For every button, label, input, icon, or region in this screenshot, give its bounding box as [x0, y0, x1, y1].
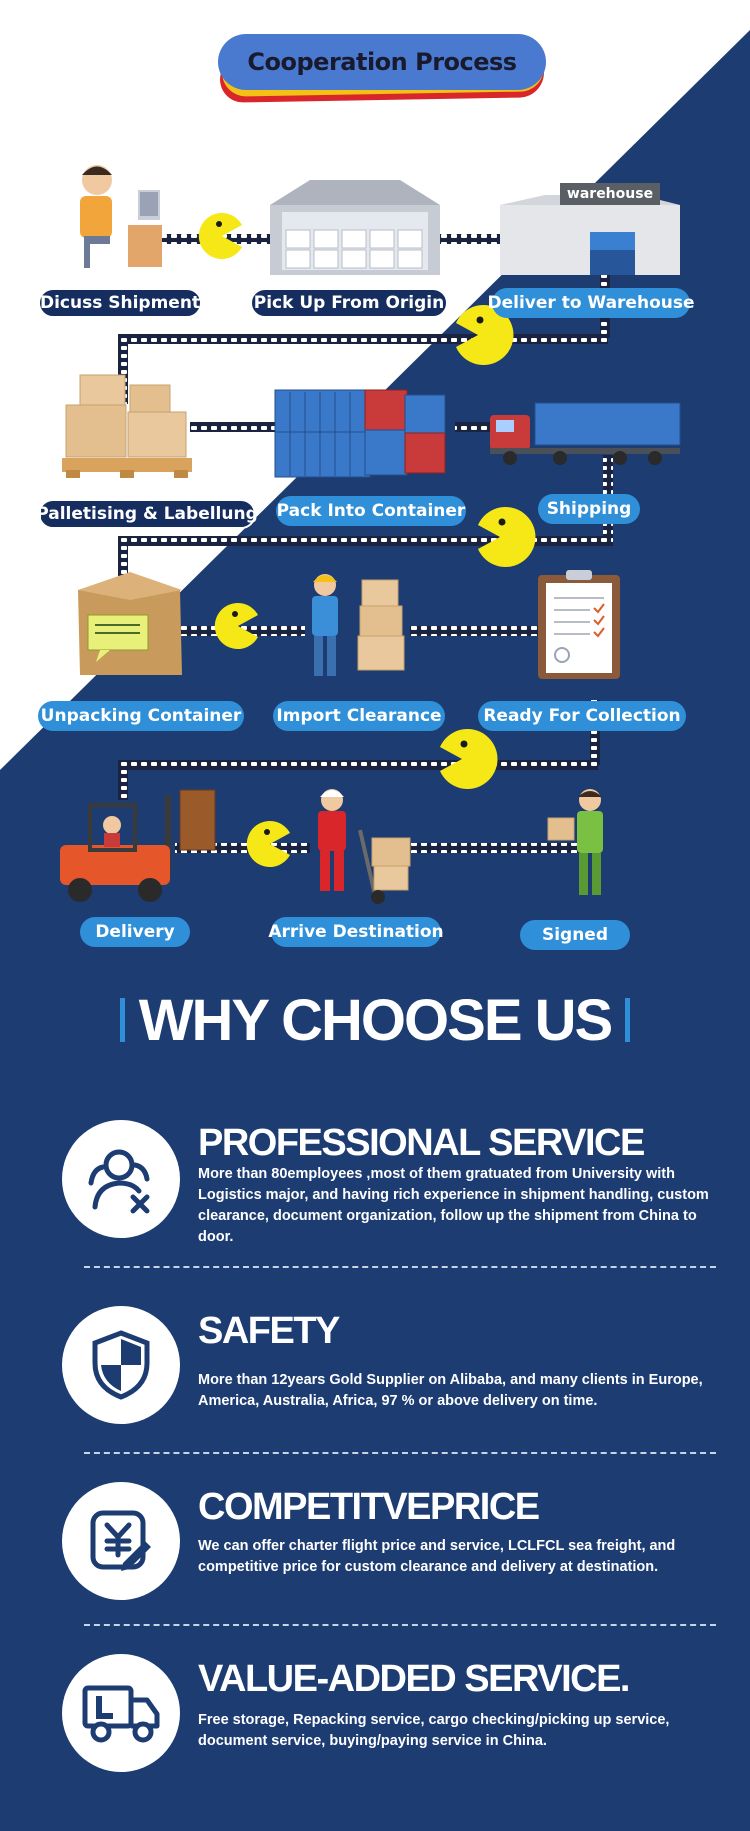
process-flow-diagram — [60, 165, 681, 904]
step-label-delivery: Delivery — [80, 917, 190, 947]
feature-description: More than 80employees ,most of them grat… — [198, 1166, 709, 1245]
warehouse-sign: warehouse — [560, 183, 660, 205]
recipient-icon — [547, 789, 603, 895]
container-stack-icon — [274, 389, 446, 478]
warehouse-building-icon — [500, 195, 680, 275]
delivery-man-icon — [318, 789, 411, 904]
step-label-pack-container: Pack Into Container — [276, 496, 466, 526]
why-choose-heading: WHY CHOOSE US — [0, 985, 750, 1055]
storage-building-icon — [270, 180, 440, 275]
clipboard-icon — [538, 570, 620, 679]
feature-description: More than 12years Gold Supplier on Aliba… — [198, 1372, 703, 1409]
feature-title: VALUE-ADDED SERVICE. — [198, 1658, 631, 1700]
truck-icon — [490, 402, 681, 465]
yen-price-icon — [62, 1482, 180, 1600]
step-label-discuss-shipment: Dicuss Shipment — [38, 288, 202, 318]
team-service-icon — [62, 1120, 180, 1238]
feature-description: Free storage, Repacking service, cargo c… — [198, 1712, 670, 1749]
step-label-import-clearance: Import Clearance — [273, 701, 445, 731]
feature-description: We can offer charter flight price and se… — [198, 1538, 676, 1575]
pacman-icon — [246, 821, 290, 867]
step-label-pick-up: Pick Up From Origin — [250, 288, 448, 318]
step-label-deliver-warehouse: Deliver to Warehouse — [488, 288, 695, 318]
unpacking-box-icon — [78, 572, 182, 675]
pacman-icon — [478, 507, 536, 567]
divider — [84, 1452, 716, 1454]
divider — [84, 1266, 716, 1268]
step-label-unpacking: Unpacking Container — [38, 701, 244, 731]
delivery-truck-icon — [62, 1654, 180, 1772]
office-worker-icon — [80, 165, 162, 268]
forklift-icon — [60, 789, 216, 902]
pacman-icon — [198, 213, 242, 259]
pacman-icon — [440, 729, 498, 789]
pacman-icon — [456, 305, 514, 365]
feature-title: SAFETY — [198, 1310, 340, 1352]
step-label-ready-collection: Ready For Collection — [478, 701, 686, 731]
pacman-icon — [214, 603, 258, 649]
conveyor-row-4 — [175, 843, 580, 853]
step-label-shipping: Shipping — [538, 494, 640, 524]
divider — [84, 1624, 716, 1626]
process-title: Cooperation Process — [247, 48, 517, 76]
why-choose-title: WHY CHOOSE US — [138, 987, 613, 1053]
step-label-arrive-destination: Arrive Destination — [268, 917, 444, 947]
step-label-palletising: Palletising & Labellung — [36, 499, 258, 529]
pallet-boxes-icon — [62, 374, 192, 478]
feature-title: PROFESSIONAL SERVICE — [198, 1122, 645, 1164]
process-title-banner: Cooperation Process — [218, 34, 546, 104]
shield-icon — [62, 1306, 180, 1424]
customs-officer-icon — [312, 574, 405, 676]
feature-title: COMPETITVEPRICE — [198, 1486, 540, 1528]
step-label-signed: Signed — [520, 920, 630, 950]
